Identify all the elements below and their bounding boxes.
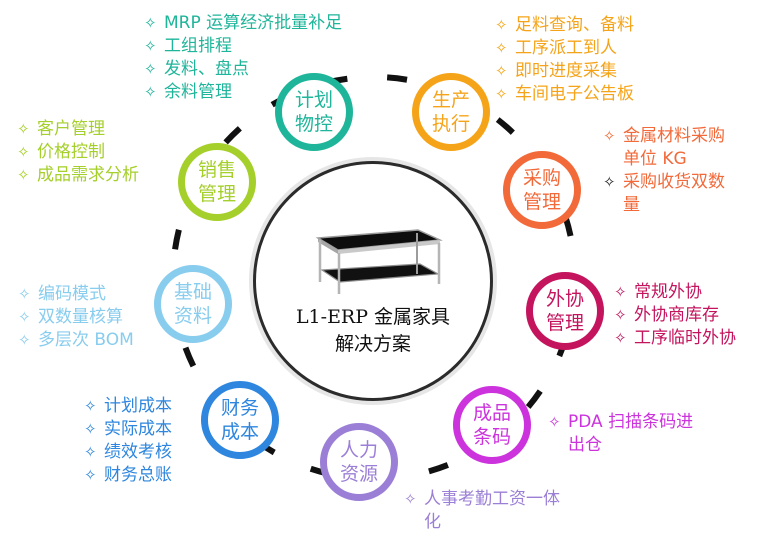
list-item: 双数量核算 <box>38 307 123 327</box>
list-item: 编码模式 <box>38 284 106 304</box>
node-plan-control: 计划 物控 <box>275 73 353 151</box>
node-label-line: 人力 <box>339 439 378 461</box>
center-title-line2: 解决方案 <box>334 333 411 355</box>
node-label-line: 基础 <box>173 281 212 303</box>
node-label-line: 管理 <box>522 191 561 213</box>
list-production: ✧ 足料查询、备料 ✧ 工序派工到人 ✧ 即时进度采集 ✧ 车间电子公告板 <box>495 14 634 106</box>
node-label-line: 条码 <box>472 426 511 448</box>
list-item: 发料、盘点 <box>164 59 249 79</box>
bullet-icon: ✧ <box>18 285 31 303</box>
list-item: 足料查询、备料 <box>515 15 634 35</box>
list-outsourcing: ✧ 常规外协 ✧ 外协商库存 ✧ 工序临时外协 <box>614 281 736 350</box>
list-item: 工组排程 <box>164 36 232 56</box>
list-plan-control: ✧ MRP 运算经济批量补足 ✧ 工组排程 ✧ 发料、盘点 ✧ 余料管理 <box>144 12 342 104</box>
bullet-icon: ✧ <box>17 166 30 184</box>
node-label-line: 资料 <box>173 305 212 327</box>
list-hr: ✧ 人事考勤工资一体化 <box>404 488 584 534</box>
list-item: 工序临时外协 <box>634 328 736 348</box>
bullet-icon: ✧ <box>144 60 157 78</box>
node-outsourcing: 外协 管理 <box>526 272 604 350</box>
bullet-icon: ✧ <box>144 83 157 101</box>
list-item: 车间电子公告板 <box>515 84 634 104</box>
list-item: 计划成本 <box>104 396 172 416</box>
bullet-icon: ✧ <box>84 443 97 461</box>
center-circle: L1-ERP 金属家具 解决方案 <box>253 161 493 401</box>
list-item: 人事考勤工资一体化 <box>424 489 560 532</box>
bullet-icon: ✧ <box>84 466 97 484</box>
bullet-icon: ✧ <box>614 283 627 301</box>
list-item: 财务总账 <box>104 465 172 485</box>
bullet-icon: ✧ <box>144 14 157 32</box>
node-basic-data: 基础 资料 <box>154 265 232 343</box>
bullet-icon: ✧ <box>404 490 417 508</box>
node-label-line: 计划 <box>294 89 333 111</box>
list-fg-barcode: ✧ PDA 扫描条码进出仓 <box>548 411 708 457</box>
node-label-line: 管理 <box>197 183 236 205</box>
node-label-line: 执行 <box>431 113 470 135</box>
list-item: 多层次 BOM <box>38 330 134 350</box>
bullet-icon: ✧ <box>614 329 627 347</box>
list-item: 价格控制 <box>37 142 105 162</box>
bullet-icon: ✧ <box>603 173 616 191</box>
node-label-line: 成本 <box>220 421 259 443</box>
bullet-icon: ✧ <box>144 37 157 55</box>
metal-table-image <box>315 229 443 294</box>
bullet-icon: ✧ <box>17 120 30 138</box>
list-purchasing: ✧ 金属材料采购单位 KG ✧ 采购收货双数量 <box>603 125 763 217</box>
list-item: MRP 运算经济批量补足 <box>164 13 343 33</box>
bullet-icon: ✧ <box>495 62 508 80</box>
bullet-icon: ✧ <box>548 413 561 431</box>
bullet-icon: ✧ <box>495 39 508 57</box>
bullet-icon: ✧ <box>495 16 508 34</box>
bullet-icon: ✧ <box>18 308 31 326</box>
list-item: 客户管理 <box>37 119 105 139</box>
node-label-line: 资源 <box>339 463 378 485</box>
node-production: 生产 执行 <box>412 73 490 151</box>
list-item: 成品需求分析 <box>37 165 139 185</box>
list-item: 金属材料采购单位 KG <box>623 126 725 169</box>
bullet-icon: ✧ <box>614 306 627 324</box>
node-finance: 财务 成本 <box>201 381 279 459</box>
list-finance: ✧ 计划成本 ✧ 实际成本 ✧ 绩效考核 ✧ 财务总账 <box>84 395 172 487</box>
node-label-line: 管理 <box>545 312 584 334</box>
list-item: 工序派工到人 <box>515 38 617 58</box>
list-item: 常规外协 <box>634 282 702 302</box>
list-item: 采购收货双数量 <box>623 172 725 215</box>
node-sales: 销售 管理 <box>178 143 256 221</box>
bullet-icon: ✧ <box>84 397 97 415</box>
bullet-icon: ✧ <box>603 127 616 145</box>
list-item: PDA 扫描条码进出仓 <box>568 412 694 455</box>
node-label-line: 财务 <box>220 397 259 419</box>
node-label-line: 物控 <box>294 113 333 135</box>
bullet-icon: ✧ <box>495 85 508 103</box>
list-item: 实际成本 <box>104 419 172 439</box>
node-label-line: 成品 <box>472 402 511 424</box>
node-purchasing: 采购 管理 <box>503 151 581 229</box>
list-item: 绩效考核 <box>104 442 172 462</box>
list-item: 外协商库存 <box>634 305 719 325</box>
list-item: 余料管理 <box>164 82 232 102</box>
node-hr: 人力 资源 <box>320 423 398 501</box>
node-label-line: 销售 <box>197 159 236 181</box>
bullet-icon: ✧ <box>84 420 97 438</box>
center-title-line1: L1-ERP 金属家具 <box>295 306 451 328</box>
list-item: 即时进度采集 <box>515 61 617 81</box>
node-fg-barcode: 成品 条码 <box>453 386 531 464</box>
bullet-icon: ✧ <box>18 331 31 349</box>
node-label-line: 生产 <box>431 89 470 111</box>
node-label-line: 外协 <box>545 288 584 310</box>
list-basic-data: ✧ 编码模式 ✧ 双数量核算 ✧ 多层次 BOM <box>18 283 134 352</box>
node-label-line: 采购 <box>522 167 561 189</box>
bullet-icon: ✧ <box>17 143 30 161</box>
list-sales: ✧ 客户管理 ✧ 价格控制 ✧ 成品需求分析 <box>17 118 139 187</box>
